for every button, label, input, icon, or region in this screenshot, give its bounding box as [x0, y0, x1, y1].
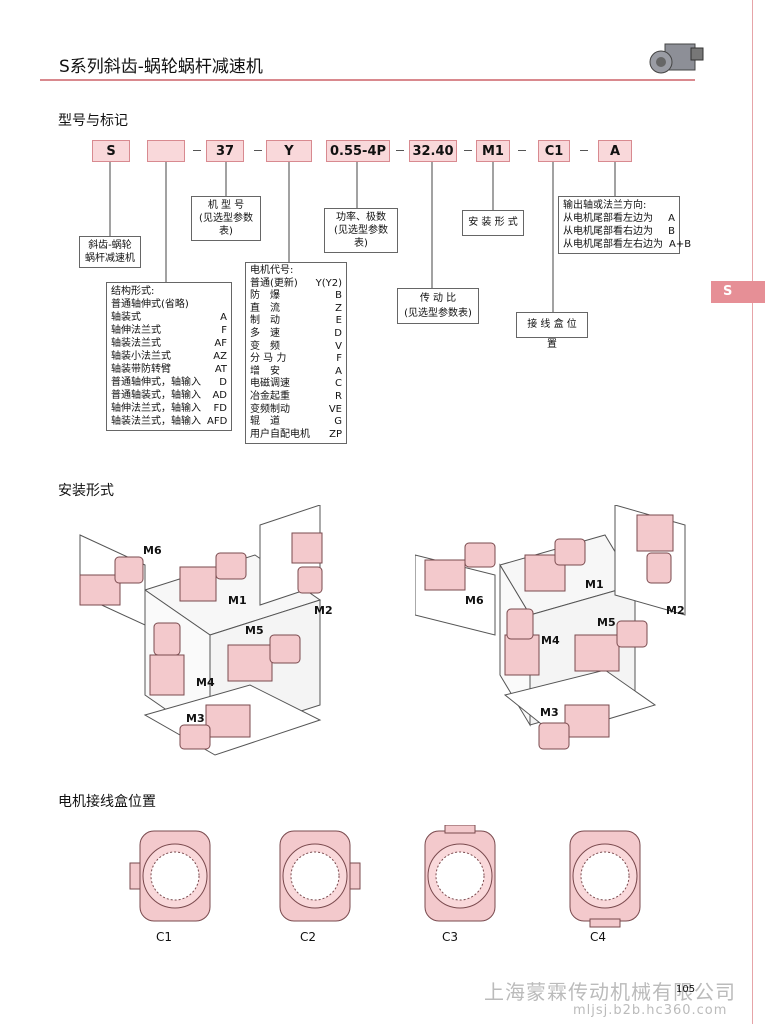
code-box-output: A [598, 140, 632, 162]
watermark-url: mljsj.b2b.hc360.com [573, 1003, 728, 1018]
section-title-mounting: 安装形式 [58, 483, 114, 499]
mount-label: M4 [541, 634, 560, 647]
code-box-structure [147, 140, 185, 162]
code-box-ratio: 32.40 [409, 140, 457, 162]
label-frame: 机 型 号 (见选型参数表) [191, 196, 261, 241]
header-rule [40, 79, 695, 81]
label-ratio: 传 动 比 (见选型参数表) [397, 288, 479, 324]
structure-row: 普通轴伸式(省略) [111, 299, 189, 310]
dash [518, 150, 526, 151]
code-box-frame: 37 [206, 140, 244, 162]
code-box-power: 0.55-4P [326, 140, 390, 162]
code-box-terminal: C1 [538, 140, 570, 162]
terminal-diagrams [129, 825, 641, 928]
terminal-label: C4 [590, 930, 607, 944]
label-power: 功率、极数 (见选型参数表) [324, 208, 398, 253]
mount-label: M1 [228, 594, 247, 607]
label-mount: 安 装 形 式 [462, 210, 524, 236]
label-type-name: 斜齿-蜗轮 蜗杆减速机 [79, 236, 141, 268]
dash [254, 150, 262, 151]
mount-label: M6 [465, 594, 484, 607]
label-terminal: 接 线 盒 位 置 [516, 312, 588, 350]
terminal-label: C3 [442, 930, 459, 944]
side-tab-s[interactable]: S [711, 281, 765, 303]
mount-label: M5 [597, 616, 616, 629]
right-margin-line [752, 0, 753, 1024]
mount-label: M4 [196, 676, 215, 689]
mount-label: M2 [314, 604, 333, 617]
code-box-mount: M1 [476, 140, 510, 162]
dash [396, 150, 404, 151]
mount-label: M3 [540, 706, 559, 719]
dash [193, 150, 201, 151]
leader-lines [109, 162, 616, 312]
watermark-company: 上海蒙霖传动机械有限公司 [484, 980, 736, 1004]
mount-label: M5 [245, 624, 264, 637]
code-box-motor: Y [266, 140, 312, 162]
terminal-label: C1 [156, 930, 173, 944]
page-number: 105 [676, 984, 696, 995]
mount-label: M2 [666, 604, 685, 617]
dash [580, 150, 588, 151]
mounting-diagram-left [79, 505, 323, 756]
motor-row: 普通(更新)Y(Y2) [250, 277, 342, 289]
mount-label: M3 [186, 712, 205, 725]
code-box-series: S [92, 140, 130, 162]
mounting-diagram-right [415, 505, 686, 750]
page-title: S系列斜齿-蜗轮蜗杆减速机 [59, 57, 263, 77]
mount-label: M1 [585, 578, 604, 591]
dash [464, 150, 472, 151]
section-title-model: 型号与标记 [58, 113, 128, 129]
terminal-label: C2 [300, 930, 317, 944]
mount-label: M6 [143, 544, 162, 557]
header-gearbox-image [649, 43, 704, 74]
section-title-terminal: 电机接线盒位置 [58, 794, 156, 810]
